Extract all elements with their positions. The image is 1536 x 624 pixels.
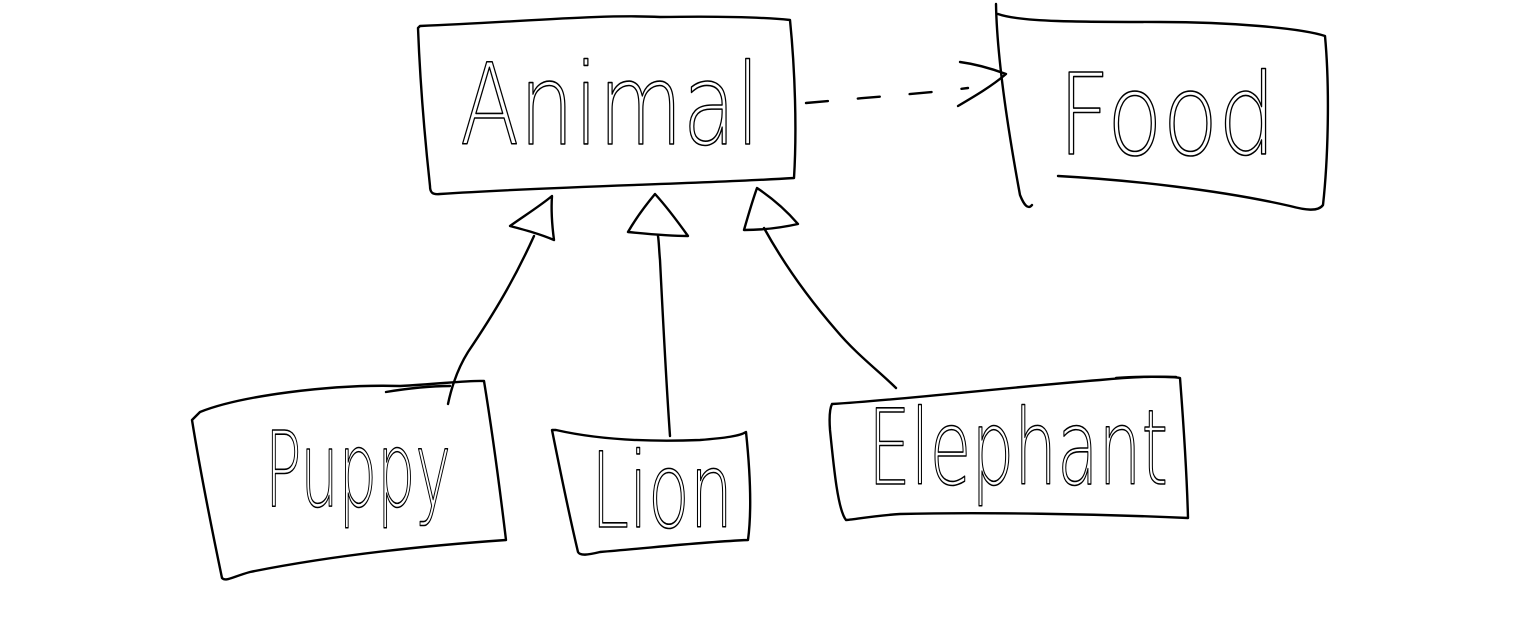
- edge-animal-food: [804, 60, 1008, 108]
- node-food-box-left: [994, 2, 1034, 209]
- edge-puppy-animal: [446, 194, 556, 406]
- edge-lion-animal-line: [656, 234, 672, 438]
- node-puppy-label: Puppy: [265, 409, 451, 531]
- node-animal: Animal: [416, 15, 797, 196]
- node-food-box: [996, 12, 1330, 211]
- edge-lion-animal: [626, 192, 690, 438]
- node-puppy: Puppy: [190, 379, 508, 581]
- node-food: Food: [994, 2, 1330, 211]
- edge-elephant-animal-line: [762, 226, 898, 390]
- node-puppy-box: [190, 379, 508, 581]
- node-elephant-box: [828, 375, 1190, 522]
- edge-animal-food-arrowhead: [956, 60, 1008, 108]
- node-lion-box: [550, 428, 752, 556]
- node-lion: Lion: [550, 428, 752, 556]
- node-animal-box: [416, 15, 797, 196]
- node-elephant: Elephant: [828, 375, 1190, 522]
- node-lion-label: Lion: [591, 430, 733, 552]
- node-food-label: Food: [1058, 51, 1276, 181]
- edge-puppy-animal-arrowhead: [508, 194, 556, 242]
- edge-lion-animal-arrowhead: [626, 192, 690, 238]
- edge-animal-food-line: [804, 86, 970, 105]
- edge-puppy-animal-line: [446, 234, 536, 406]
- edge-elephant-animal-arrowhead: [742, 186, 800, 232]
- edge-elephant-animal: [742, 186, 898, 390]
- node-elephant-box-topline: [1114, 375, 1178, 380]
- node-elephant-label: Elephant: [868, 387, 1168, 509]
- node-puppy-box-topline: [384, 384, 452, 394]
- node-animal-label: Animal: [460, 41, 760, 171]
